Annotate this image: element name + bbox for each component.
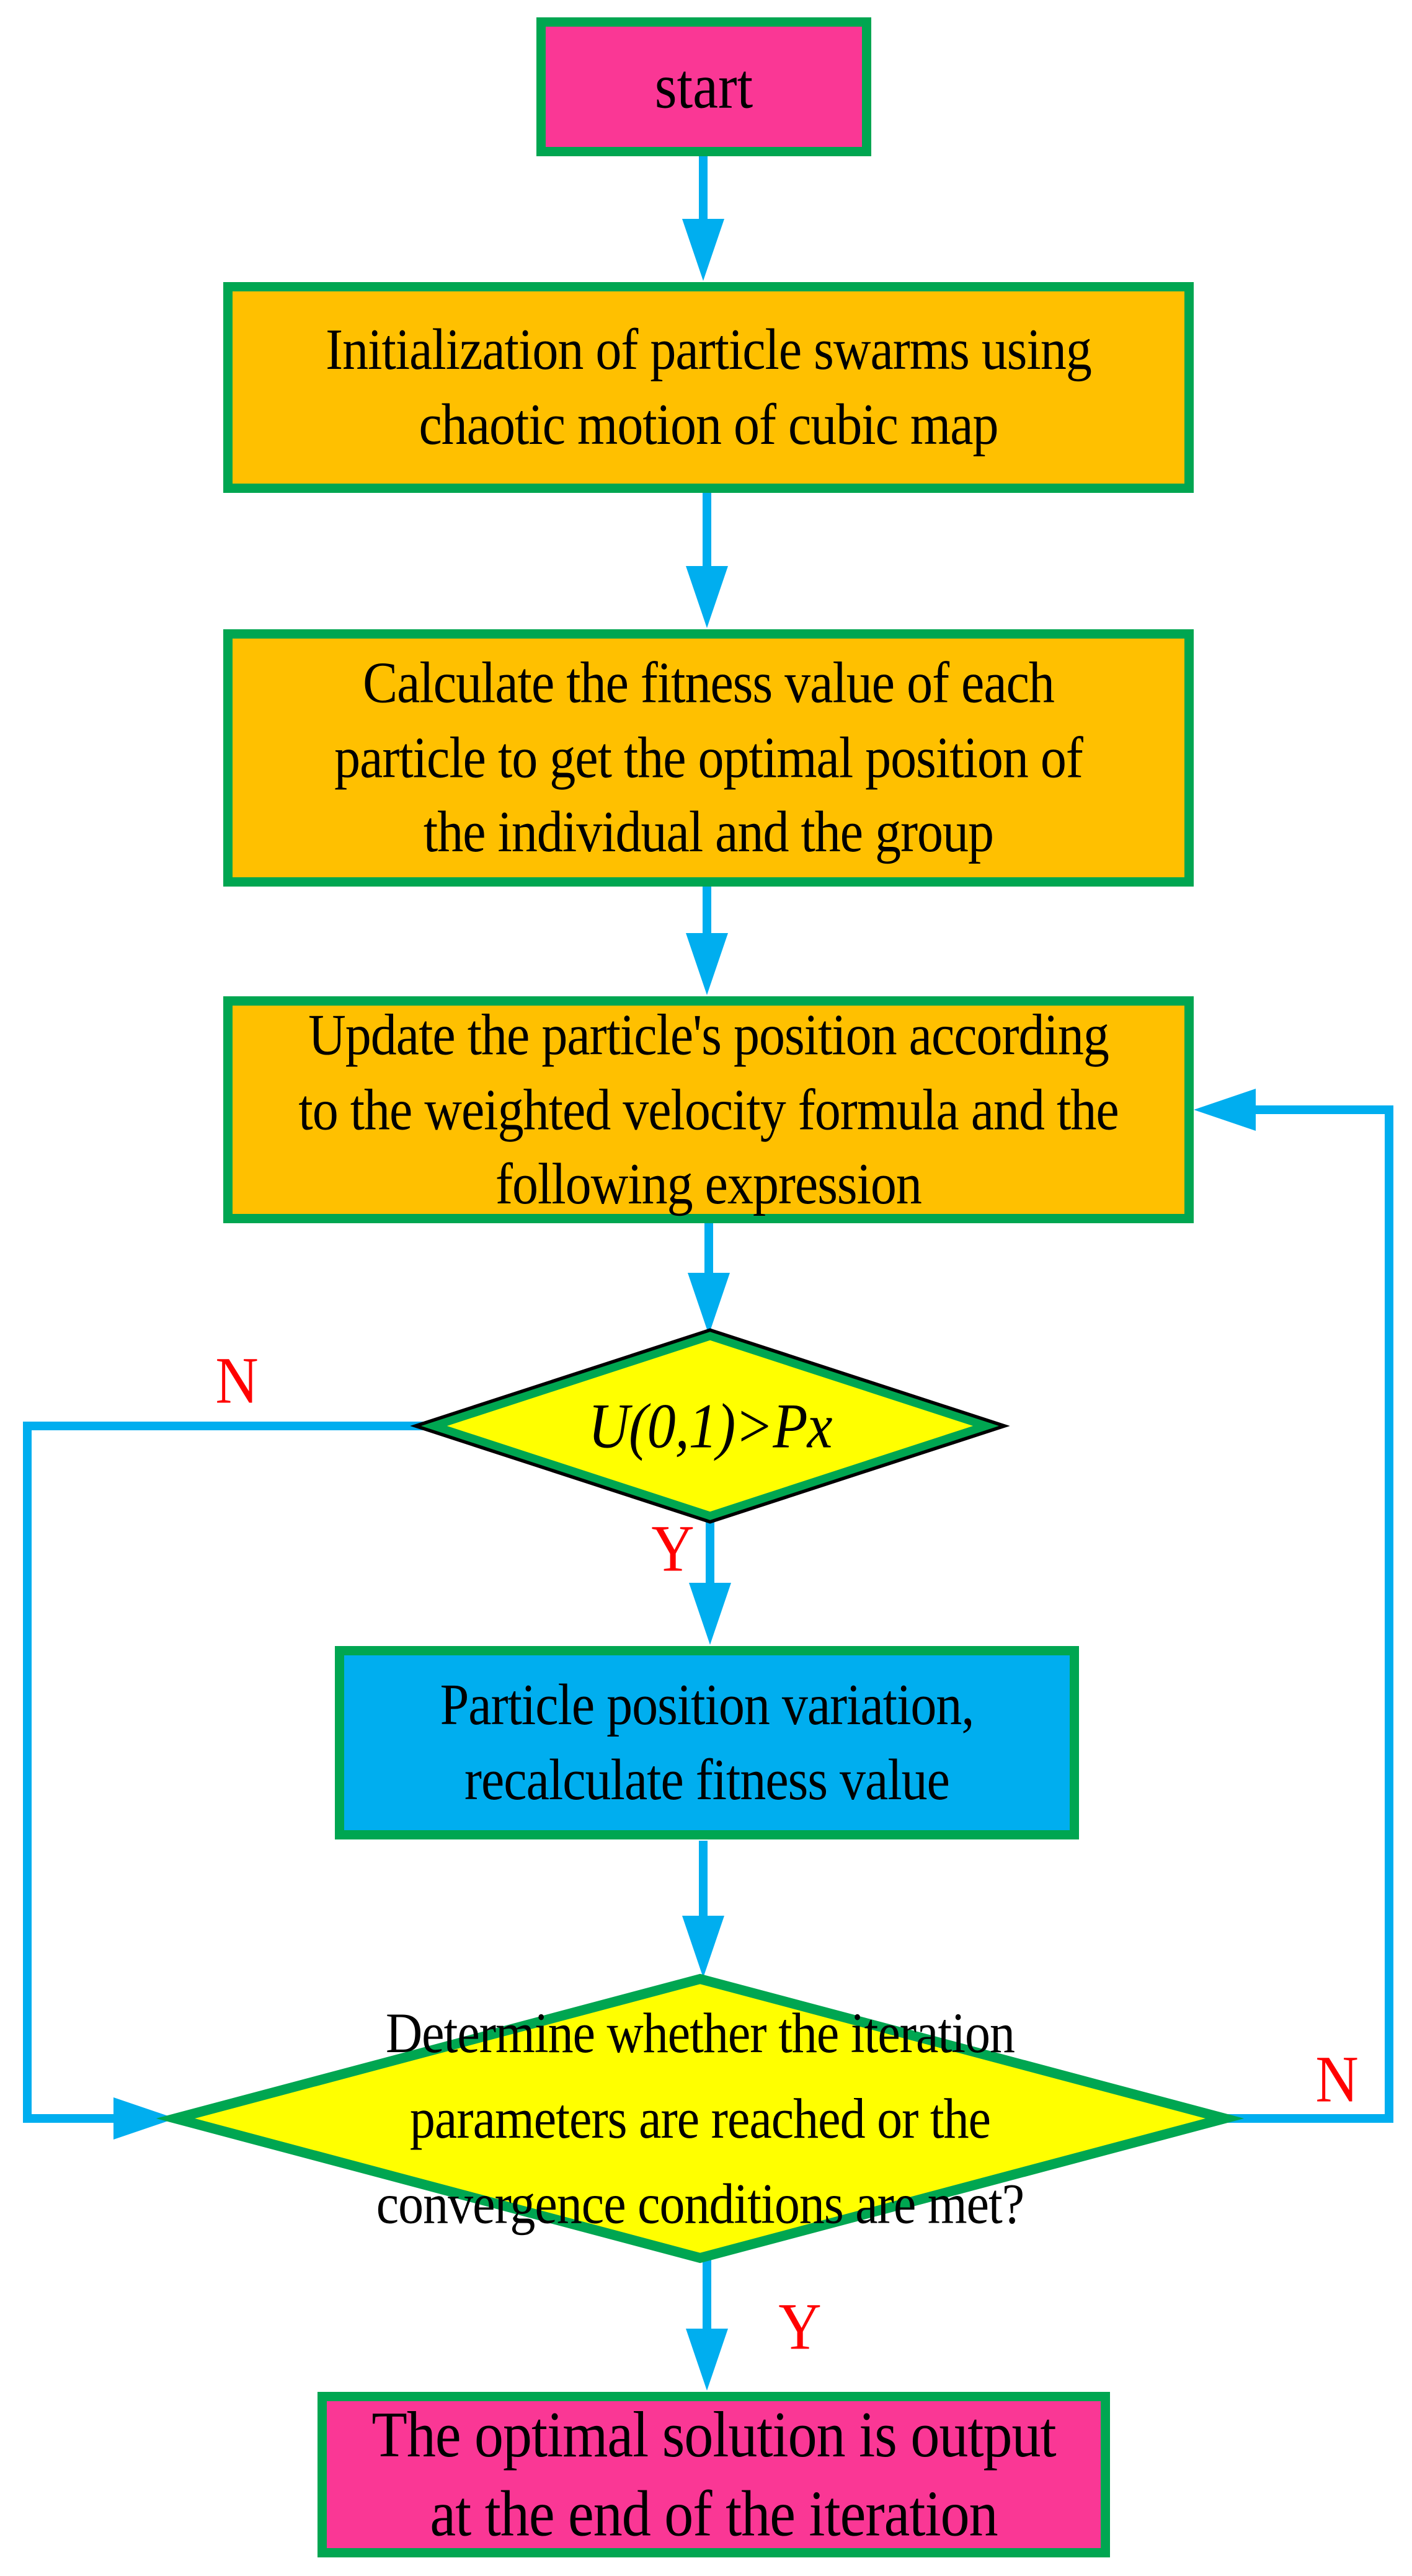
node-start-label: start — [654, 50, 753, 122]
node-initialization-label: Initialization of particle swarms using … — [326, 317, 1092, 457]
node-variation: Particle position variation, recalculate… — [335, 1646, 1079, 1839]
node-variation-label: Particle position variation, recalculate… — [440, 1673, 975, 1812]
decision2-no-label: N — [1315, 2042, 1359, 2116]
node-update-position: Update the particle's position according… — [223, 996, 1194, 1223]
node-fitness-label: Calculate the fitness value of each part… — [334, 650, 1083, 865]
connector-decision2-no-loop — [1225, 1105, 1393, 2123]
node-update-position-label: Update the particle's position according… — [298, 1003, 1119, 1217]
decision1-no-label: N — [215, 1343, 259, 1417]
decision1-yes-label: Y — [651, 1511, 695, 1585]
decision2-diamond — [156, 1973, 1245, 2264]
node-output-label: The optimal solution is output at the en… — [371, 2398, 1056, 2550]
node-initialization: Initialization of particle swarms using … — [223, 282, 1194, 493]
arrow-down-icon — [686, 2329, 728, 2391]
arrow-down-icon — [686, 933, 728, 995]
decision2-label: Determine whether the iteration paramete… — [376, 2001, 1024, 2236]
arrow-down-icon — [688, 1273, 730, 1335]
node-fitness: Calculate the fitness value of each part… — [223, 629, 1194, 887]
node-output: The optimal solution is output at the en… — [317, 2392, 1110, 2557]
arrow-down-icon — [686, 566, 728, 628]
arrow-down-icon — [689, 1583, 731, 1645]
arrow-down-icon — [682, 219, 724, 281]
connector-decision1-no-loop — [23, 1422, 434, 2123]
decision2-yes-label: Y — [778, 2289, 822, 2363]
arrow-right-icon — [113, 2097, 175, 2140]
node-start: start — [536, 17, 871, 156]
arrow-left-icon — [1194, 1089, 1256, 1131]
decision1-label: U(0,1)>Px — [588, 1390, 833, 1462]
decision1-diamond — [421, 1332, 999, 1520]
arrow-down-icon — [682, 1916, 724, 1978]
